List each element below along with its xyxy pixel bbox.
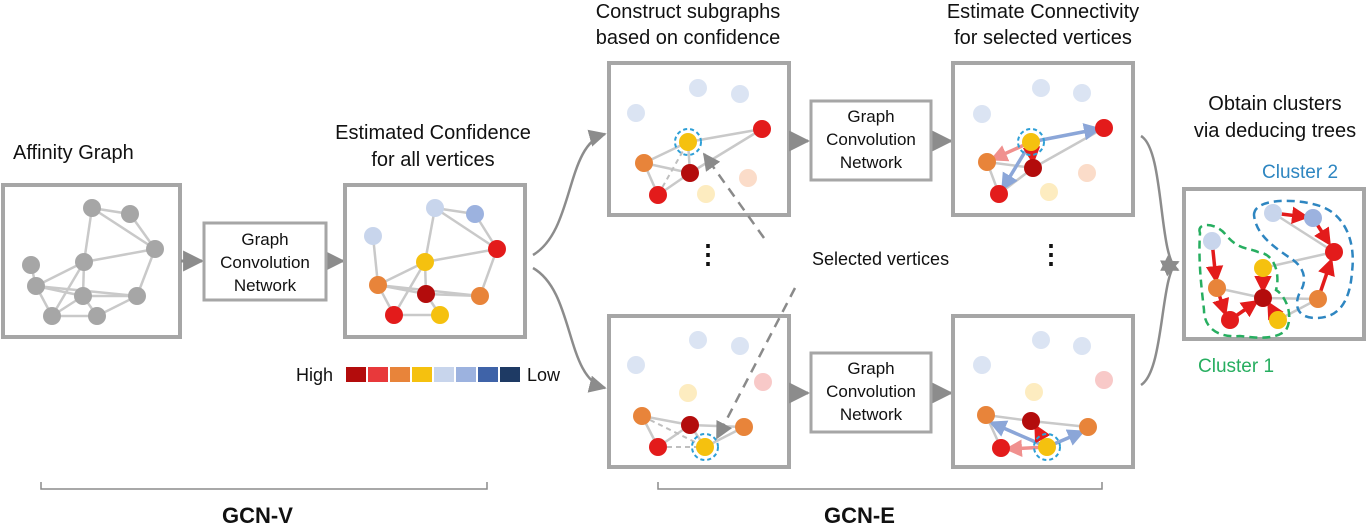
legend-swatch: [478, 367, 498, 382]
estimated-confidence-line1: Estimated Confidence: [335, 122, 531, 144]
subgraph-top-panel: [607, 61, 791, 217]
gcn-box-2-text: Graph Convolution Network: [811, 105, 931, 174]
gcn-box-2-line1: Graph: [847, 107, 895, 126]
selected-vertices-label: Selected vertices: [812, 249, 950, 269]
connectivity-top-panel: [951, 61, 1135, 217]
legend-swatch: [456, 367, 476, 382]
confidence-graph-panel: [343, 183, 527, 339]
gcn-box-3-text: Graph Convolution Network: [811, 357, 931, 426]
gcn-box-1-line1: Graph: [241, 230, 289, 249]
affinity-graph-panel: [1, 183, 182, 339]
construct-subgraphs-label: Construct subgraphs based on confidence: [563, 0, 813, 50]
estimate-conn-line1: Estimate Connectivity: [946, 1, 1140, 23]
legend-swatch: [368, 367, 388, 382]
connectivity-bottom-panel: [951, 314, 1135, 469]
obtain-line2: via deducing trees: [1193, 120, 1357, 142]
gcn-box-1-line3: Network: [233, 276, 297, 295]
legend-swatch: [500, 367, 520, 382]
gcn-box-2: [809, 99, 933, 182]
affinity-graph-label: Affinity Graph: [13, 142, 134, 164]
gcn-box-2-line3: Network: [839, 153, 903, 172]
estimate-conn-line2: for selected vertices: [954, 27, 1132, 49]
gcn-box-2-line2: Convolution: [826, 130, 916, 149]
obtain-clusters-label: Obtain clusters via deducing trees: [1175, 92, 1370, 143]
legend-high-label: High: [296, 365, 334, 385]
estimated-confidence-label: Estimated Confidence for all vertices: [313, 121, 553, 172]
gcn-v-label: GCN-V: [222, 503, 293, 528]
ellipsis-right: ⋮: [1038, 239, 1064, 269]
gcn-box-3-line2: Convolution: [826, 382, 916, 401]
gcn-e-label: GCN-E: [824, 503, 895, 528]
estimate-connectivity-label: Estimate Connectivity for selected verti…: [918, 0, 1168, 50]
legend-swatch: [390, 367, 410, 382]
obtain-line1: Obtain clusters: [1208, 93, 1342, 115]
gcn-box-1-text: Graph Convolution Network: [204, 228, 326, 297]
subgraph-bottom-panel: [607, 314, 791, 469]
legend-swatch: [412, 367, 432, 382]
legend-low-label: Low: [527, 365, 561, 385]
clusters-panel: [1182, 187, 1366, 341]
ellipsis-middle: ⋮: [695, 239, 721, 269]
cluster-1-label: Cluster 1: [1198, 356, 1275, 377]
construct-line2: based on confidence: [595, 27, 781, 49]
gcn-box-3-line3: Network: [839, 405, 903, 424]
cluster-2-outline: [1252, 199, 1354, 320]
gcn-box-1-line2: Convolution: [220, 253, 310, 272]
gcn-box-3: [809, 351, 933, 434]
confidence-legend: [346, 367, 520, 382]
legend-swatch: [346, 367, 366, 382]
gcn-box-1: [202, 221, 328, 302]
cluster-2-label: Cluster 2: [1262, 162, 1339, 183]
cluster-1-outline: [1198, 223, 1291, 339]
gcn-box-3-line1: Graph: [847, 359, 895, 378]
estimated-confidence-line2: for all vertices: [371, 149, 495, 171]
legend-swatch: [434, 367, 454, 382]
construct-line1: Construct subgraphs: [595, 1, 781, 23]
